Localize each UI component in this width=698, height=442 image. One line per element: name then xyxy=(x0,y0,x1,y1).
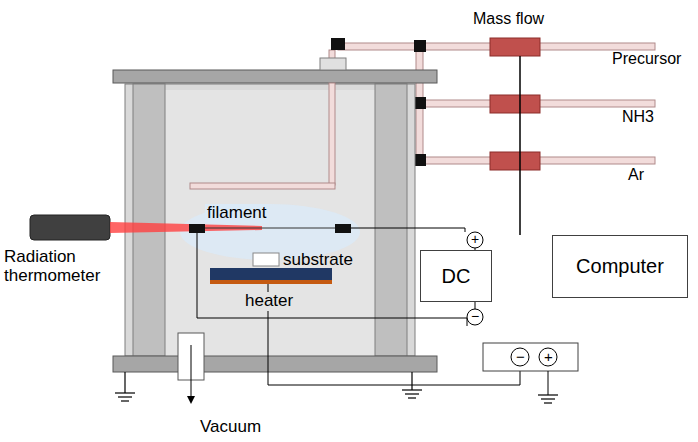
mass-flow-label: Mass flow xyxy=(473,10,544,28)
power-supply-box: DC xyxy=(420,250,492,302)
part-label: substrate xyxy=(283,251,353,270)
box-label: Computer xyxy=(576,255,664,278)
polarity-sign: + xyxy=(471,232,479,247)
gas-label: Precursor xyxy=(612,50,681,68)
part-label: filament xyxy=(205,204,269,223)
gas-label: Ar xyxy=(628,166,644,184)
part-label: heater xyxy=(243,292,295,311)
polarity-sign: − xyxy=(471,309,479,324)
gas-label: NH3 xyxy=(622,108,654,126)
computer-box: Computer xyxy=(552,235,688,298)
instrument-label: Radiation thermometer xyxy=(4,248,114,285)
polarity-sign: + xyxy=(544,349,553,366)
port-label: Vacuum xyxy=(200,418,261,437)
polarity-sign: − xyxy=(516,349,525,366)
box-label: DC xyxy=(442,265,471,288)
